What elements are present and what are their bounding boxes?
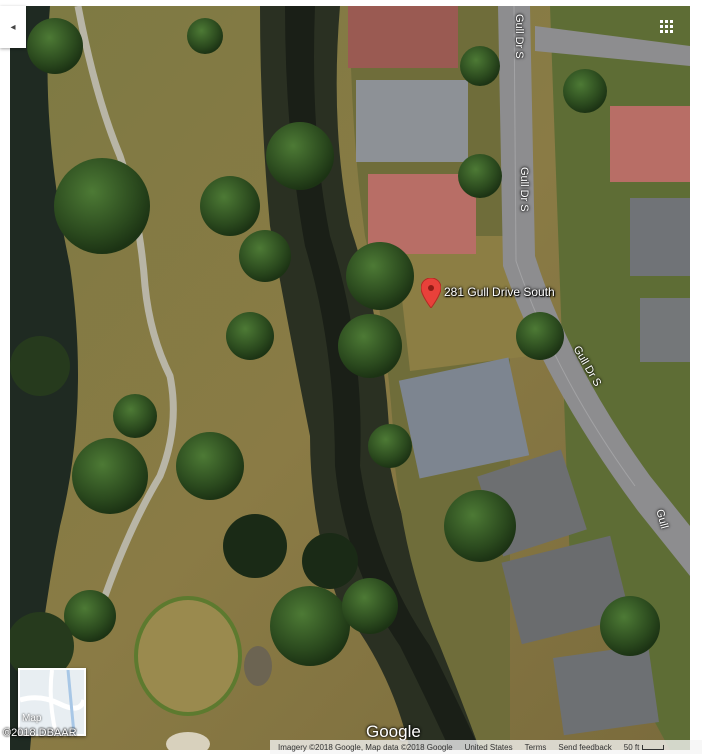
- send-feedback-link[interactable]: Send feedback: [558, 742, 612, 752]
- street-label-top: Gull Dr S: [513, 14, 525, 59]
- satellite-imagery: [10, 6, 690, 750]
- scale-label: 50 ft: [623, 742, 640, 752]
- grid-icon: [660, 20, 673, 33]
- map-type-label: Map: [22, 713, 42, 724]
- trees: [10, 18, 660, 680]
- location-pin[interactable]: [420, 277, 442, 313]
- map-type-thumbnail[interactable]: [18, 668, 86, 736]
- region-link[interactable]: United States: [464, 742, 513, 752]
- houses: [348, 6, 690, 736]
- terms-link[interactable]: Terms: [524, 742, 547, 752]
- copyright-text: ©2018 DBAAR: [3, 727, 77, 739]
- scale-indicator[interactable]: 50 ft: [624, 743, 665, 752]
- chevron-left-icon: ◂: [10, 21, 16, 33]
- imagery-credit: Imagery ©2018 Google, Map data ©2018 Goo…: [278, 742, 453, 752]
- street-label-upper: Gull Dr S: [518, 167, 530, 212]
- marker-label: 281 Gull Drive South: [444, 285, 555, 299]
- scale-bar: [642, 744, 665, 750]
- map-marker-icon: [420, 277, 442, 309]
- attribution-bar: Imagery ©2018 Google, Map data ©2018 Goo…: [270, 740, 702, 754]
- google-logo: Google: [366, 722, 421, 741]
- map-thumbnail-icon: [20, 670, 84, 734]
- satellite-map[interactable]: 281 Gull Drive South Gull Dr S Gull Dr S…: [10, 6, 690, 750]
- apps-grid-button[interactable]: [654, 14, 680, 40]
- collapse-panel-button[interactable]: ◂: [0, 6, 26, 48]
